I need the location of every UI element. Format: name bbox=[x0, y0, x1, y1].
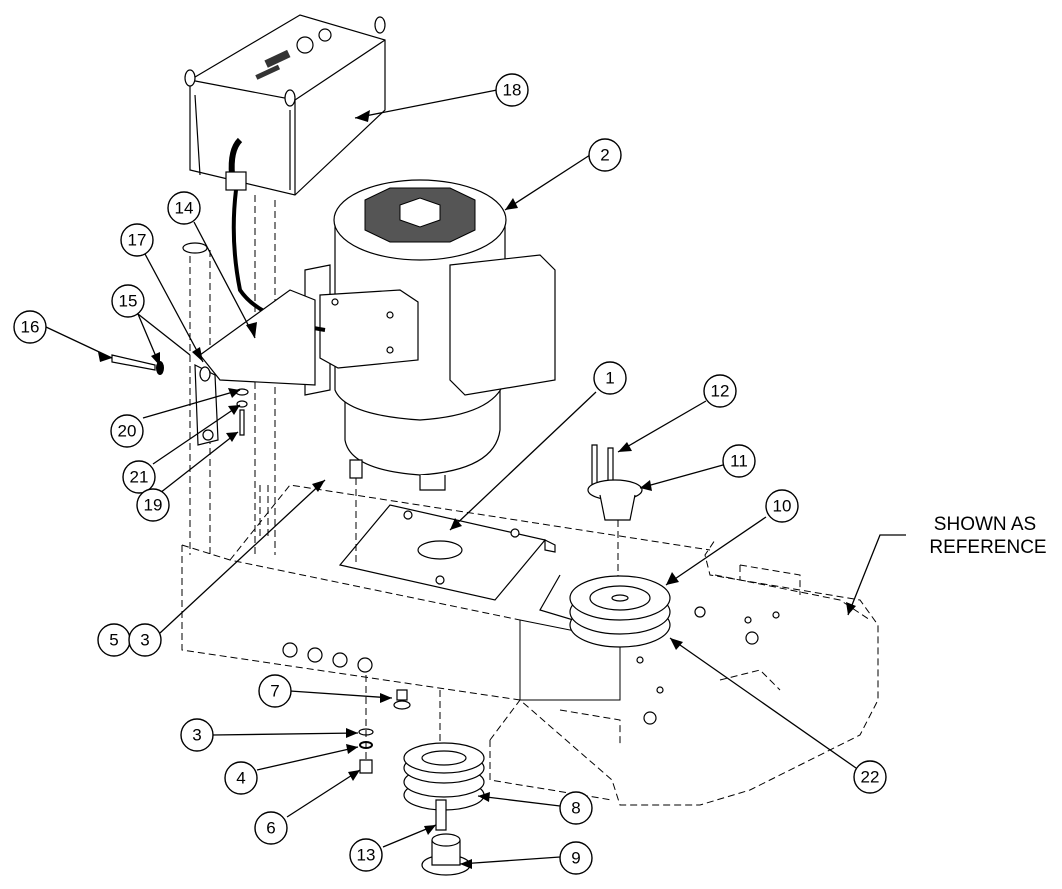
balloon-1: 1 bbox=[593, 361, 627, 395]
balloon-label: 19 bbox=[144, 496, 163, 515]
balloon-label: 3 bbox=[192, 726, 201, 745]
bushing-and-bolts bbox=[587, 444, 643, 600]
reference-note: SHOWN AS REFERENCE bbox=[929, 514, 1046, 558]
balloon-label: 7 bbox=[270, 682, 279, 701]
balloon-label: 13 bbox=[357, 846, 376, 865]
lower-hardware bbox=[358, 675, 411, 774]
balloon-label: 21 bbox=[130, 468, 149, 487]
balloon-label: 17 bbox=[128, 231, 147, 250]
balloon-label: 2 bbox=[600, 146, 609, 165]
balloon-14: 14 bbox=[167, 191, 201, 225]
balloon-13: 13 bbox=[349, 838, 383, 872]
balloon-label: 8 bbox=[571, 799, 580, 818]
balloon-3-lower: 3 bbox=[180, 718, 214, 752]
balloon-3-upper: 3 bbox=[128, 623, 162, 657]
balloon-20: 20 bbox=[110, 414, 144, 448]
balloon-label: 14 bbox=[175, 199, 194, 218]
balloon-9: 9 bbox=[559, 841, 593, 875]
balloon-label: 20 bbox=[118, 422, 137, 441]
upper-pulley bbox=[539, 574, 706, 648]
balloon-label: 15 bbox=[119, 292, 138, 311]
mounting-bracket bbox=[194, 289, 316, 446]
balloon-11: 11 bbox=[722, 444, 756, 478]
balloon-21: 21 bbox=[122, 460, 156, 494]
control-box bbox=[184, 14, 386, 332]
balloon-label: 3 bbox=[140, 631, 149, 650]
balloon-label: 18 bbox=[503, 81, 522, 100]
balloon-8: 8 bbox=[559, 791, 593, 825]
balloon-7: 7 bbox=[258, 674, 292, 708]
lower-pulley-assembly bbox=[403, 690, 485, 876]
balloon-label: 5 bbox=[109, 631, 118, 650]
leader-lines bbox=[45, 89, 906, 865]
part-balloons: 18 2 14 17 15 16 20 21 19 1 12 11 10 5 3… bbox=[13, 73, 887, 875]
balloon-label: 6 bbox=[266, 819, 275, 838]
motor-mount-plate bbox=[338, 504, 556, 601]
balloon-6: 6 bbox=[254, 811, 288, 845]
balloon-22: 22 bbox=[853, 760, 887, 794]
deck-base bbox=[181, 195, 879, 806]
balloon-label: 1 bbox=[605, 369, 614, 388]
balloon-10: 10 bbox=[765, 489, 799, 523]
balloon-5: 5 bbox=[97, 623, 131, 657]
reference-note-line2: REFERENCE bbox=[929, 537, 1046, 558]
balloon-label: 22 bbox=[861, 768, 880, 787]
arrowheads bbox=[98, 110, 856, 869]
balloon-16: 16 bbox=[13, 310, 47, 344]
plate-bolt bbox=[349, 459, 363, 565]
balloon-label: 4 bbox=[236, 769, 245, 788]
balloon-label: 12 bbox=[711, 382, 730, 401]
bolt-stack-left bbox=[111, 354, 249, 436]
balloon-label: 10 bbox=[773, 497, 792, 516]
balloon-17: 17 bbox=[120, 223, 154, 257]
balloon-label: 9 bbox=[571, 849, 580, 868]
motor bbox=[304, 179, 556, 491]
balloon-label: 16 bbox=[21, 318, 40, 337]
balloon-18: 18 bbox=[495, 73, 529, 107]
balloon-19: 19 bbox=[136, 488, 170, 522]
balloon-4: 4 bbox=[224, 761, 258, 795]
balloon-label: 11 bbox=[730, 452, 748, 471]
reference-note-line1: SHOWN AS bbox=[934, 514, 1036, 535]
balloon-2: 2 bbox=[588, 138, 622, 172]
balloon-12: 12 bbox=[703, 374, 737, 408]
balloon-15: 15 bbox=[111, 284, 145, 318]
